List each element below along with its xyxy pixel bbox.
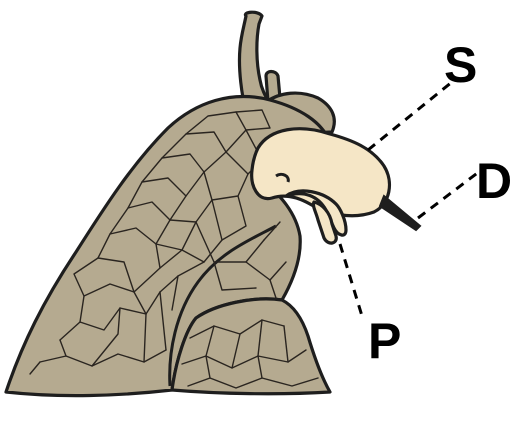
label-s: S <box>444 37 477 93</box>
dart-d <box>380 196 420 230</box>
label-d: D <box>476 153 512 209</box>
label-p: P <box>368 313 401 369</box>
leader-line-s <box>368 82 452 150</box>
snail-body <box>6 12 334 395</box>
leader-line-p <box>340 244 362 316</box>
leader-line-d <box>418 168 484 218</box>
